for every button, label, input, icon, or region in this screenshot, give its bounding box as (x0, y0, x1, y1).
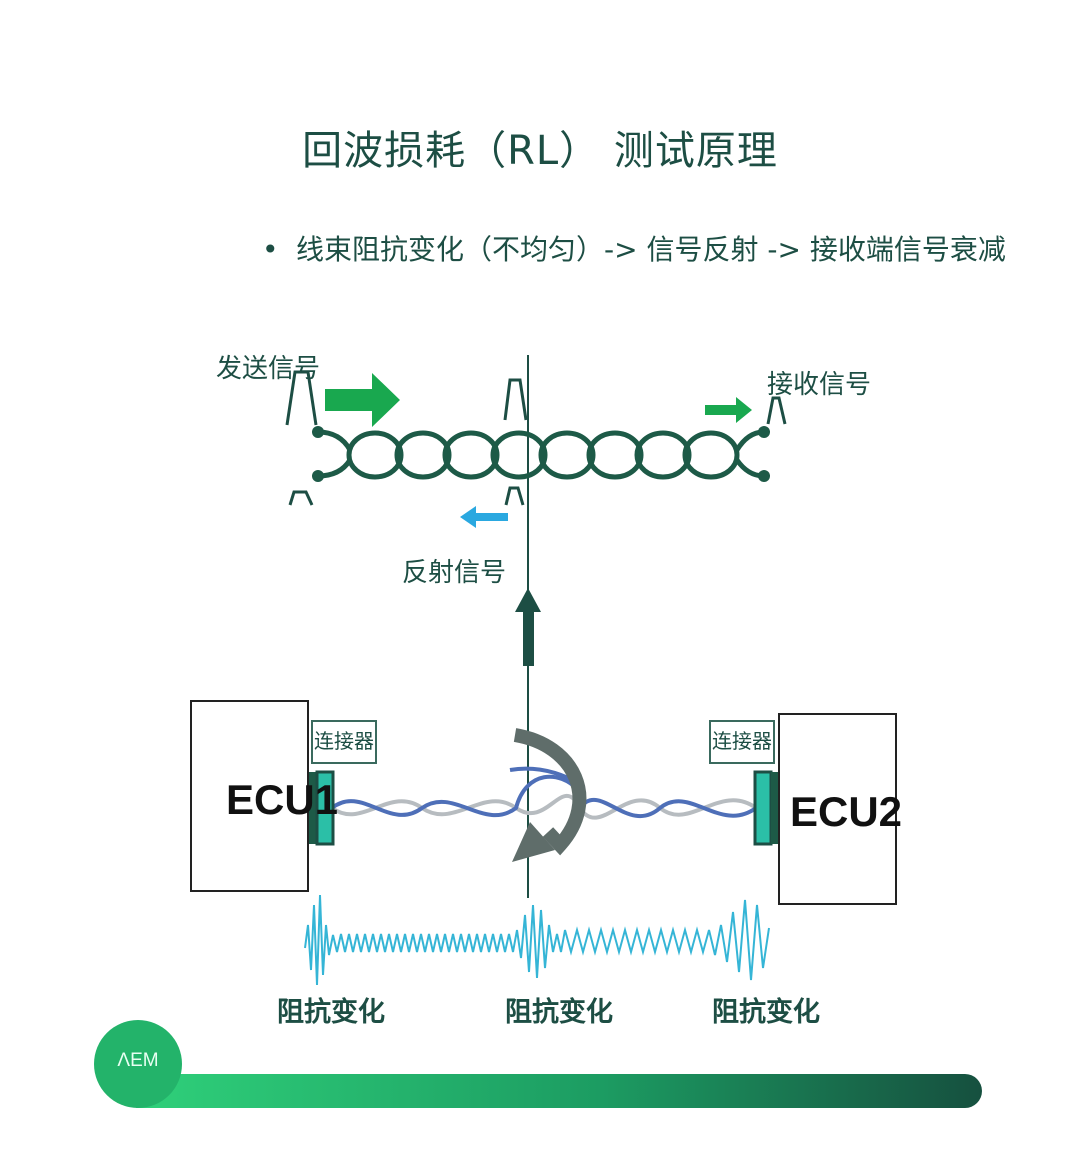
impedance-label-center: 阻抗变化 (505, 997, 613, 1028)
receive-pulse-icon (766, 396, 787, 425)
ecu2-label: ECU2 (790, 788, 903, 835)
reflect-arrow-icon (460, 506, 508, 528)
ecu2-box (778, 713, 897, 905)
connector-right-label: 连接器 (709, 720, 775, 764)
impedance-waveform (304, 894, 770, 986)
reflect-pulse-left-icon (288, 490, 314, 506)
ecu1-box (190, 700, 309, 892)
bullet-text: 线束阻抗变化（不均匀）-> 信号反射 -> 接收端信号衰减 (296, 233, 1006, 266)
cable-strand-grey (330, 793, 758, 820)
bullet-marker: • (262, 233, 279, 266)
connector-right (753, 770, 782, 846)
rotation-arrow-icon (512, 728, 587, 862)
impedance-label-right: 阻抗变化 (712, 997, 820, 1028)
page-title: 回波损耗（RL） 测试原理 (302, 128, 778, 174)
up-arrow-icon (515, 588, 541, 666)
twisted-pair-cable (317, 429, 765, 480)
ecu1-label: ECU1 (226, 776, 339, 823)
reflected-signal-label: 反射信号 (402, 558, 507, 588)
receive-arrow-icon (705, 397, 752, 423)
receive-signal-label: 接收信号 (767, 370, 872, 400)
aem-logo: ΛEM (94, 1020, 182, 1108)
forward-arrow-icon (325, 373, 400, 427)
connector-left (306, 770, 335, 846)
connector-left-label: 连接器 (311, 720, 377, 764)
impedance-label-left: 阻抗变化 (277, 997, 385, 1028)
reflect-pulse-mid-icon (504, 486, 525, 506)
send-signal-label: 发送信号 (216, 354, 321, 384)
footer-bar (136, 1074, 982, 1108)
mid-pulse-icon (503, 378, 528, 421)
aem-logo-text: ΛEM (117, 1050, 159, 1071)
send-pulse-icon (285, 370, 318, 426)
bullet-point: • 线束阻抗变化（不均匀）-> 信号反射 -> 接收端信号衰减 (262, 228, 1006, 268)
cable-terminals (312, 426, 770, 482)
